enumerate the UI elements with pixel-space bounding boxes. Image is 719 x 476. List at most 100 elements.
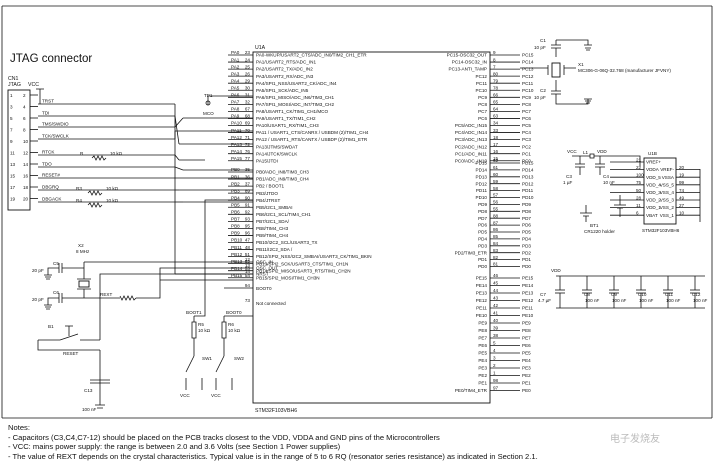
u1b-ref: U1B — [648, 151, 657, 156]
pe-pin-func: PE2 — [478, 373, 487, 378]
notes-line-1: - Capacitors (C3,C4,C7-12) should be pla… — [8, 432, 440, 442]
pc-pin-port: PC7 — [522, 109, 531, 114]
pe-pin-port: PE5 — [522, 351, 531, 356]
pd-pin-num: 59 — [493, 179, 499, 184]
pd-pin-func: PD11 — [476, 188, 488, 193]
jtag-pin-num: 18 — [23, 185, 29, 190]
not-connected-label: Not connected — [256, 301, 286, 306]
c4-ref: C4 — [603, 174, 609, 179]
pa-pin-func: PA3/USART2_RX/ADC_IN3 — [256, 74, 314, 79]
pe-pin-func: PE10 — [476, 313, 488, 318]
pc-pin-port: PC1 — [522, 151, 531, 156]
decoupling-cap-value: 100 nF — [639, 298, 653, 303]
rext-label: REXT — [100, 292, 112, 297]
pc-pin-num: 17 — [493, 142, 499, 147]
pb-pin-func: PB8/TIM4_CH3 — [256, 226, 289, 231]
pe-pin-func: PE4 — [478, 358, 487, 363]
pe-pin-func: PE15 — [476, 276, 488, 281]
osc-pin-func: OSC_IN — [256, 260, 273, 265]
pa-pin-num: 68 — [245, 114, 251, 119]
c1-symbol — [551, 39, 592, 57]
tp1-ref: TP1 — [204, 93, 213, 98]
pc-pin-func: PC13-ANTI_TAMP — [449, 67, 487, 72]
jtag-pin-num: 10 — [23, 139, 29, 144]
pb-pin-func: PB11/I2C2_SDA / — [256, 247, 293, 252]
pc-pin-num: 64 — [493, 107, 499, 112]
u1a-body — [252, 51, 491, 404]
u1b-left-num: 11 — [636, 203, 641, 208]
jtag-pin-num: 14 — [23, 162, 29, 167]
pa-pin-port: PA8 — [231, 107, 240, 112]
pb-pin-port: PB5 — [231, 202, 240, 207]
pa-pin-num: 25 — [245, 64, 251, 69]
pc-pin-port: PC10 — [522, 88, 534, 93]
reset-label: RESET — [63, 351, 79, 356]
pc-pin-num: 79 — [493, 78, 499, 83]
pc-pin-num: 8 — [493, 57, 496, 62]
osc-pin-func: NRST — [256, 272, 269, 277]
boot0-func: BOOT0 — [256, 286, 272, 291]
decoupling-cap-value: 100 nF — [693, 298, 707, 303]
pb-pin-func: PB7/I2C1_SDA/ — [256, 219, 290, 224]
pe-pin-port: PE3 — [522, 366, 531, 371]
u1b-left-pin: VDDA — [646, 167, 660, 172]
u1b-left-pin: VDD_5 — [646, 175, 661, 180]
pd-pin-port: PD6 — [522, 223, 531, 228]
pe-pin-func: PE7 — [478, 336, 487, 341]
r6-ref: R6 — [228, 322, 234, 327]
pd-pin-port: PD12 — [522, 181, 534, 186]
osc8-section: X2 8 MHz REXT C5 20 pF C6 20 pF — [32, 243, 253, 310]
pc-pin-port: PC13 — [522, 67, 534, 72]
pe-pin-func: PE1 — [478, 381, 487, 386]
pe-pin-num: 4 — [493, 348, 496, 353]
pb-pin-num: 51 — [245, 252, 251, 257]
l1-ref: L1 — [583, 150, 589, 155]
pb-pin-num: 52 — [245, 259, 251, 264]
jtag-title: JTAG connector — [10, 53, 92, 65]
pa-pin-port: PA10 — [231, 121, 242, 126]
u1b-right-num: 10 — [679, 211, 685, 216]
pa-pin-func: PA12 / USART1_RTS/CANTX / USBDP (2)/TIM1… — [256, 137, 368, 142]
pe-pin-port: PE10 — [522, 313, 534, 318]
pd-pin-func: PD6 — [478, 223, 487, 228]
jtag-pin-num: 16 — [23, 174, 29, 179]
jtag-pin-num: 1 — [10, 93, 13, 98]
r5-ref: R5 — [198, 322, 204, 327]
jtag-resistor-ref: R — [80, 151, 84, 156]
pc-pin-func: PC0/ADC_IN10 — [455, 158, 488, 163]
u1a-ref: U1A — [255, 45, 266, 51]
pc-pin-num: 78 — [493, 85, 499, 90]
decoupling-cap-ref: C11 — [665, 292, 674, 297]
notes-line-3: - The value of REXT depends on the cryst… — [8, 451, 538, 461]
pa-pin-num: 24 — [245, 57, 251, 62]
u1b-left-pin: VDD_2 — [646, 198, 661, 203]
jtag-signal-label: TDO — [42, 162, 52, 167]
pe-pin-port: PE14 — [522, 283, 534, 288]
pc-pin-num: 7 — [493, 64, 496, 69]
pd-pin-port: PD9 — [522, 202, 531, 207]
pc-pin-num: 34 — [493, 121, 499, 126]
pd-pin-func: PD2/TIM3_ETR — [455, 250, 488, 255]
pd-pin-port: PD0 — [522, 264, 531, 269]
pe-pin-num: 38 — [493, 333, 499, 338]
x1-symbol — [551, 62, 561, 78]
pd-pin-func: PD13 — [476, 174, 488, 179]
pe-pin-port: PE2 — [522, 373, 531, 378]
pc-pin-num: 15 — [493, 156, 499, 161]
pb-pin-port: PB0 — [231, 167, 240, 172]
pa-pin-func: PA7/SPI1_MOSI/ADC_IN7/TIM3_CH2 — [256, 102, 334, 107]
pd-pin-port: PD14 — [522, 168, 534, 173]
pc-pin-func: PC12 — [476, 74, 488, 79]
pc-pin-num: 63 — [493, 114, 499, 119]
pa-pin-num: 69 — [245, 121, 251, 126]
pb-pin-num: 35 — [245, 167, 251, 172]
pa-pin-func: PA9/USART1_TX/TIM1_CH2 — [256, 116, 316, 121]
power-vcc: VCC — [567, 149, 577, 154]
decoupling-cap-ref: C12 — [692, 292, 701, 297]
x2-symbol — [78, 280, 90, 288]
pd-pin-num: 85 — [493, 234, 499, 239]
pa-pin-num: 32 — [245, 100, 251, 105]
